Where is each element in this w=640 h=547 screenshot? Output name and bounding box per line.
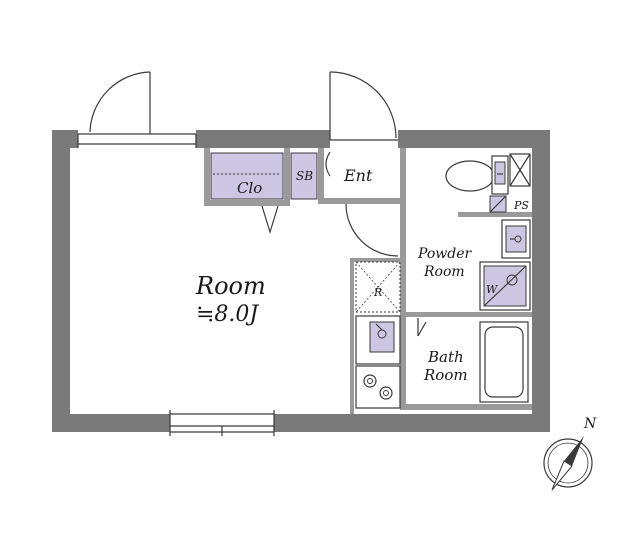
bottom-window: [169, 410, 275, 436]
north-label: N: [583, 416, 597, 432]
bath-label-1: Bath: [427, 348, 464, 366]
stove: [355, 365, 401, 409]
wash-basin: [501, 219, 531, 259]
pipe-space-label: PS: [513, 199, 529, 212]
room-name: Room: [195, 272, 266, 300]
kitchen-sink: [355, 315, 401, 365]
powder-room-label-2: Room: [423, 264, 465, 280]
washer-label: W: [486, 283, 499, 296]
washer-space: [479, 261, 531, 311]
interior-walls: [204, 148, 532, 414]
powder-room-label-1: Powder: [417, 246, 473, 262]
bath-label-2: Room: [423, 366, 468, 384]
shoe-box-label: SB: [296, 169, 313, 183]
pipe-space: [489, 195, 507, 213]
north-arrow-icon: [543, 436, 593, 491]
refrigerator-space: [355, 261, 401, 313]
shoe-box: [290, 152, 318, 200]
room-size: ≒8.0J: [196, 302, 259, 327]
balcony-window: [77, 71, 197, 148]
refrigerator-label: R: [373, 286, 382, 299]
closet: [210, 152, 284, 235]
toilet-cabinet: [509, 153, 531, 187]
entrance-label: Ent: [343, 166, 373, 185]
entrance-hall: [325, 151, 399, 257]
toilet: [445, 155, 509, 195]
closet-label: Clo: [237, 179, 262, 197]
entrance-door: [329, 71, 398, 141]
bathtub: [479, 321, 529, 403]
bath-door: [417, 318, 427, 337]
